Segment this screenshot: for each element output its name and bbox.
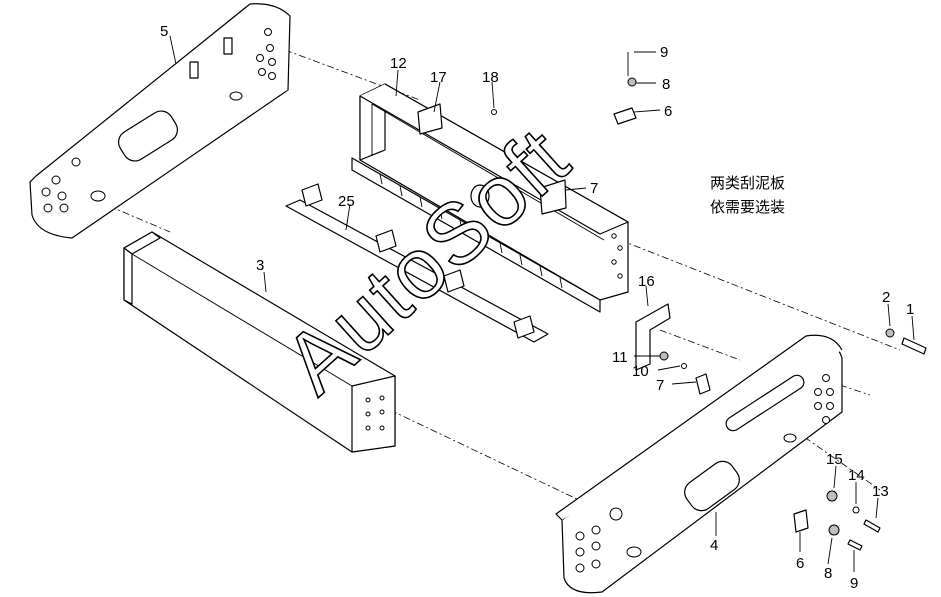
callout-8-top: 8 — [662, 76, 670, 93]
callout-11: 11 — [612, 349, 628, 366]
callout-25: 25 — [338, 193, 355, 210]
callout-15: 15 — [826, 451, 843, 468]
mudguard-comb — [351, 157, 601, 313]
callout-13: 13 — [872, 483, 889, 500]
callout-7-mid: 7 — [656, 377, 664, 394]
cross-member-clamp — [417, 103, 443, 135]
upper-cross-member — [351, 83, 629, 313]
callout-17: 17 — [430, 69, 447, 86]
callout-10: 10 — [632, 363, 649, 380]
callout-1: 1 — [906, 301, 914, 318]
left-plate-bracket — [223, 37, 233, 55]
left-plate-slot — [118, 110, 178, 162]
left-plate-bracket — [189, 61, 199, 79]
callout-4: 4 — [710, 537, 718, 554]
callout-9-top: 9 — [660, 44, 668, 61]
note-line-1: 两类刮泥板 — [710, 174, 785, 192]
right-plate-slot — [684, 460, 740, 512]
lower-cross-member — [123, 231, 396, 453]
callout-16: 16 — [638, 273, 655, 290]
left-side-plate — [29, 3, 291, 239]
callout-2: 2 — [882, 289, 890, 306]
cross-member-clamp — [539, 179, 567, 215]
callout-labels: 5 12 17 18 9 8 6 7 25 3 16 11 10 7 2 1 4… — [160, 23, 914, 592]
callout-9-bottom: 9 — [850, 575, 858, 592]
fastener-spring-7 — [695, 373, 711, 395]
right-plate-long-slot — [725, 374, 805, 432]
callout-3: 3 — [256, 257, 264, 274]
option-note: 两类刮泥板 依需要选装 — [710, 174, 785, 216]
callout-18: 18 — [482, 69, 499, 86]
callout-8-bottom: 8 — [824, 565, 832, 582]
callout-6-bottom: 6 — [796, 555, 804, 572]
callout-12: 12 — [390, 55, 407, 72]
callout-14: 14 — [848, 467, 865, 484]
callout-7-top: 7 — [590, 180, 598, 197]
right-side-plate — [555, 334, 843, 594]
callout-6-top: 6 — [664, 103, 672, 120]
note-line-2: 依需要选装 — [710, 198, 785, 216]
bracket-16 — [635, 303, 671, 371]
small-fasteners — [491, 52, 927, 551]
leader-lines — [169, 35, 915, 572]
mudguard-strip — [285, 183, 549, 343]
callout-5: 5 — [160, 23, 168, 40]
